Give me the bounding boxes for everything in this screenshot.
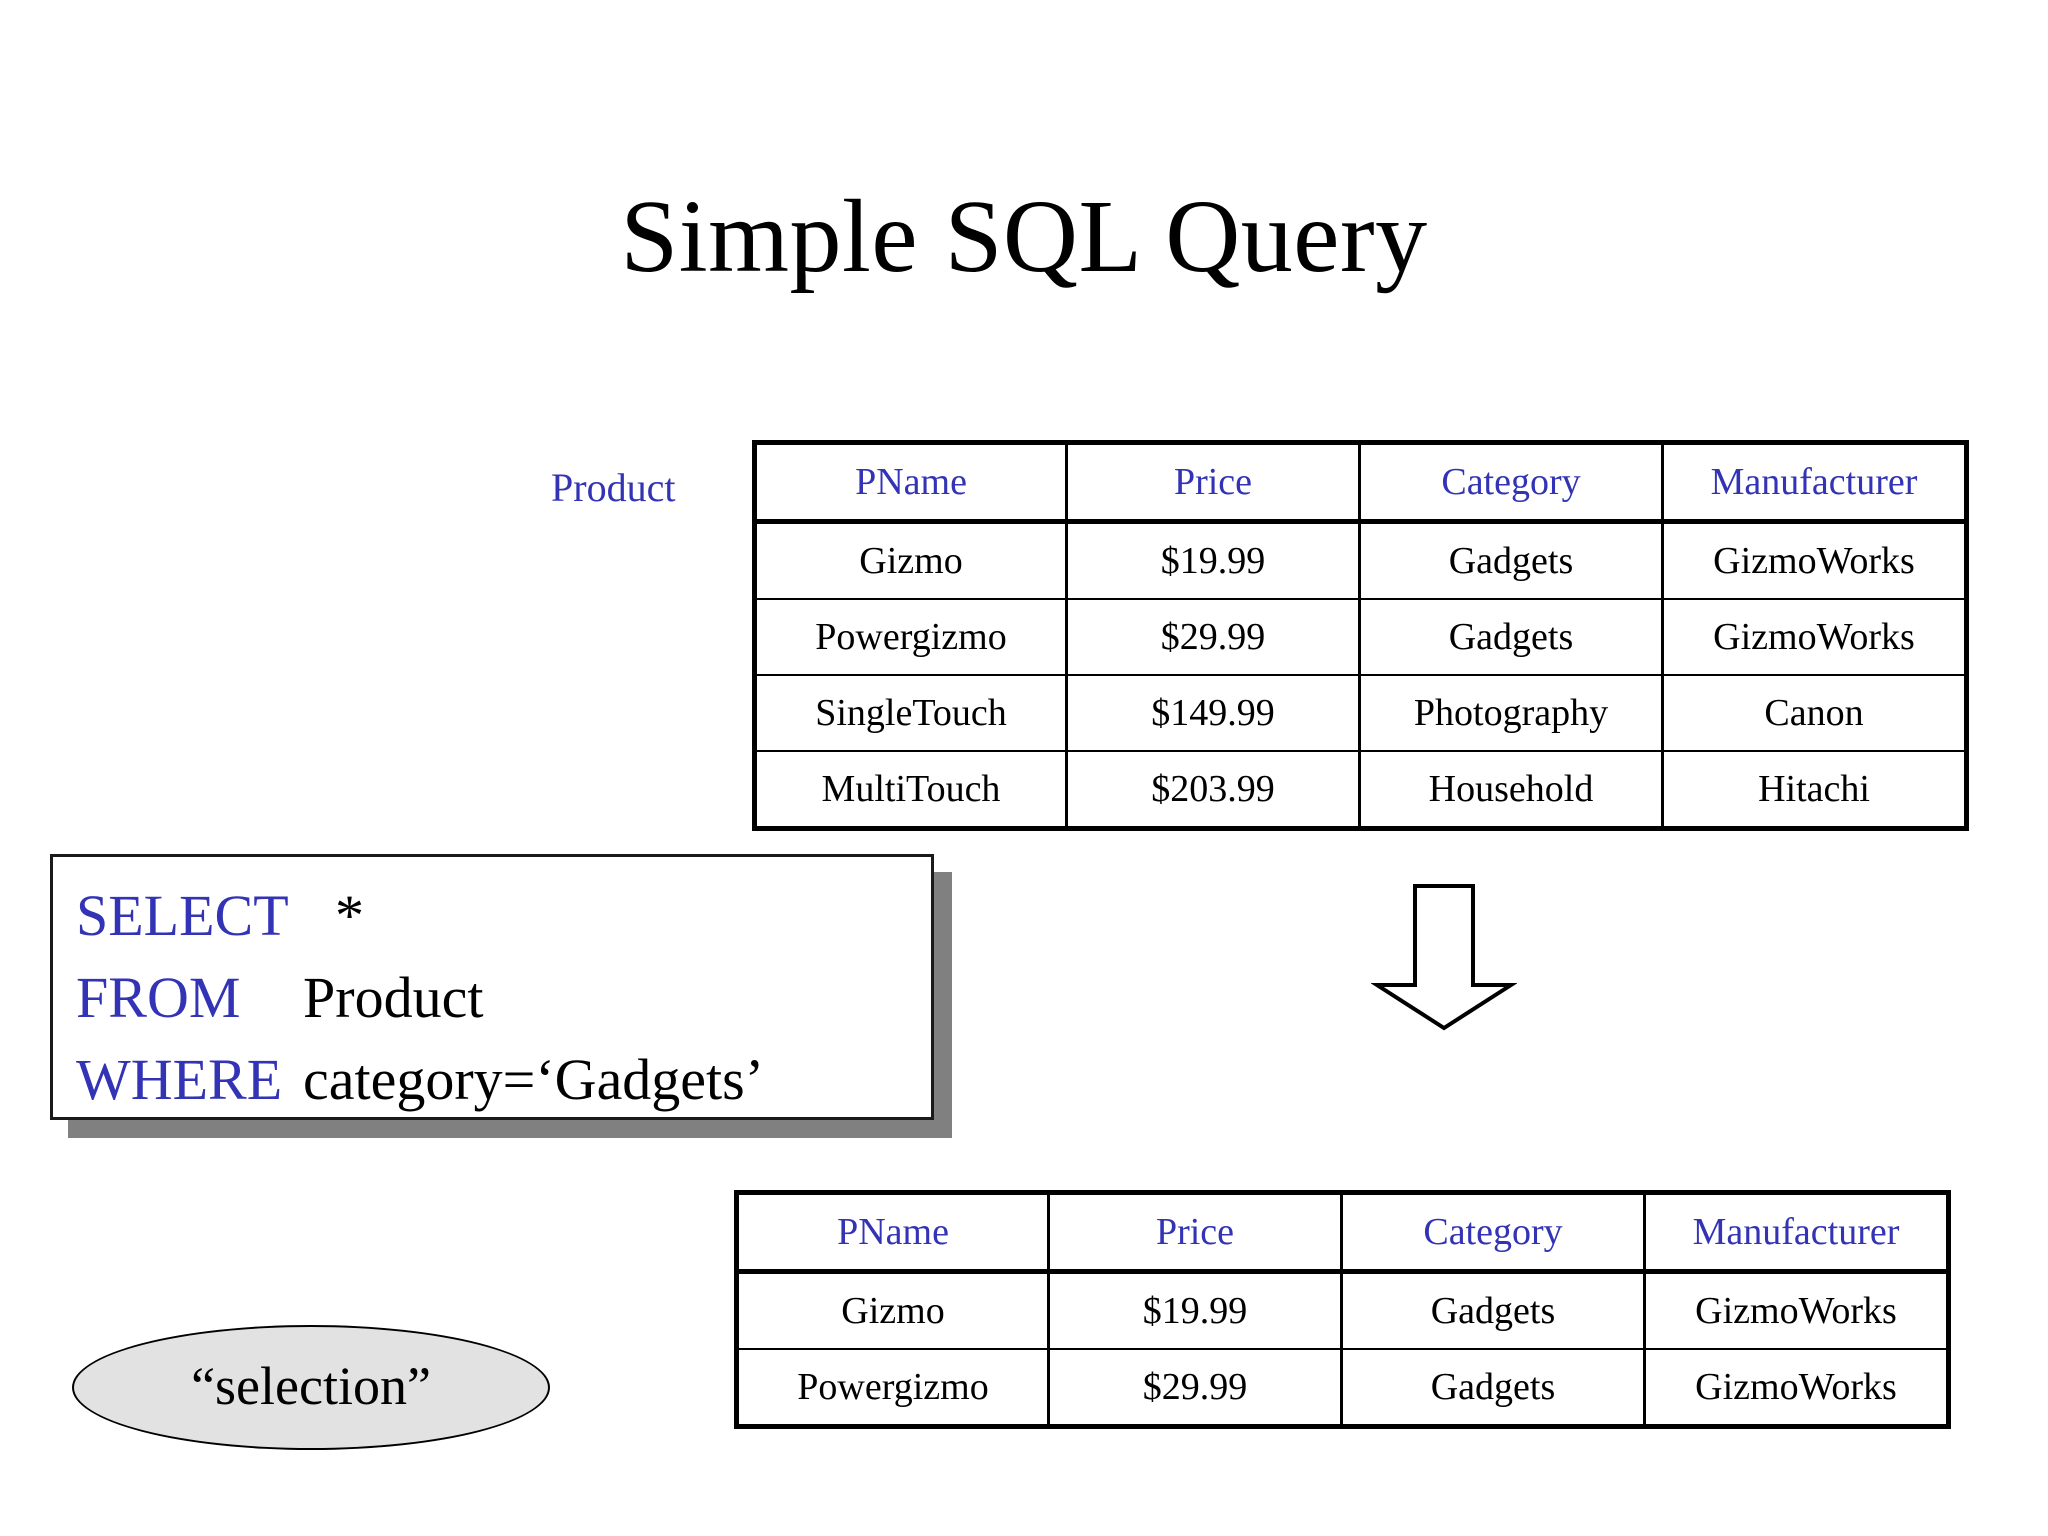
column-header-price: Price (1065, 441, 1361, 524)
column-header-price: Price (1047, 1191, 1343, 1274)
sql-value-where: category=‘Gadgets’ (303, 1047, 765, 1112)
table-row: Gizmo $19.99 Gadgets GizmoWorks (753, 520, 1968, 600)
sql-line-where: WHERE category=‘Gadgets’ (53, 1039, 931, 1121)
column-header-category: Category (1340, 1191, 1646, 1274)
table-header-row: PName Price Category Manufacturer (735, 1191, 1950, 1274)
cell-category: Gadgets (1340, 1270, 1646, 1350)
table-row: Powergizmo $29.99 Gadgets GizmoWorks (735, 1348, 1950, 1428)
table-header-row: PName Price Category Manufacturer (753, 441, 1968, 524)
sql-line-from: FROM Product (53, 957, 931, 1039)
cell-manufacturer: GizmoWorks (1643, 1348, 1950, 1428)
selection-annotation-ellipse: “selection” (72, 1325, 550, 1450)
product-table: PName Price Category Manufacturer Gizmo … (752, 440, 1969, 831)
cell-price: $29.99 (1047, 1348, 1343, 1428)
cell-category: Photography (1358, 674, 1664, 752)
column-header-category: Category (1358, 441, 1664, 524)
sql-keyword-select: SELECT (76, 883, 289, 948)
selection-annotation-label: “selection” (191, 1355, 431, 1416)
sql-query-box-container: SELECT * FROM Product WHERE category=‘Ga… (50, 854, 952, 1138)
cell-manufacturer: GizmoWorks (1661, 598, 1968, 676)
cell-pname: MultiTouch (753, 750, 1068, 830)
product-table-label: Product (551, 465, 676, 510)
table-row: Gizmo $19.99 Gadgets GizmoWorks (735, 1270, 1950, 1350)
cell-manufacturer: GizmoWorks (1661, 520, 1968, 600)
product-table-body: Gizmo $19.99 Gadgets GizmoWorks Powergiz… (753, 520, 1968, 830)
table-row: Powergizmo $29.99 Gadgets GizmoWorks (753, 598, 1968, 676)
result-table-header: PName Price Category Manufacturer (735, 1191, 1950, 1274)
product-table-header: PName Price Category Manufacturer (753, 441, 1968, 524)
cell-price: $29.99 (1065, 598, 1361, 676)
result-table-body: Gizmo $19.99 Gadgets GizmoWorks Powergiz… (735, 1270, 1950, 1428)
cell-manufacturer: Hitachi (1661, 750, 1968, 830)
cell-price: $203.99 (1065, 750, 1361, 830)
cell-pname: Powergizmo (753, 598, 1068, 676)
sql-query-box: SELECT * FROM Product WHERE category=‘Ga… (50, 854, 934, 1120)
column-header-pname: PName (735, 1191, 1050, 1274)
column-header-manufacturer: Manufacturer (1661, 441, 1968, 524)
page-title: Simple SQL Query (620, 179, 1428, 294)
cell-category: Gadgets (1358, 598, 1664, 676)
cell-category: Gadgets (1340, 1348, 1646, 1428)
sql-value-from: Product (303, 965, 484, 1030)
cell-pname: Powergizmo (735, 1348, 1050, 1428)
sql-keyword-where: WHERE (76, 1047, 283, 1112)
sql-line-select: SELECT * (53, 875, 931, 957)
column-header-pname: PName (753, 441, 1068, 524)
down-arrow-icon (1370, 882, 1518, 1032)
column-header-manufacturer: Manufacturer (1643, 1191, 1950, 1274)
sql-keyword-from: FROM (76, 965, 241, 1030)
sql-value-select: * (335, 883, 364, 948)
cell-price: $19.99 (1065, 520, 1361, 600)
table-row: SingleTouch $149.99 Photography Canon (753, 674, 1968, 752)
table-row: MultiTouch $203.99 Household Hitachi (753, 750, 1968, 830)
cell-pname: SingleTouch (753, 674, 1068, 752)
cell-price: $19.99 (1047, 1270, 1343, 1350)
result-table: PName Price Category Manufacturer Gizmo … (734, 1190, 1951, 1429)
cell-category: Household (1358, 750, 1664, 830)
cell-price: $149.99 (1065, 674, 1361, 752)
cell-manufacturer: Canon (1661, 674, 1968, 752)
cell-pname: Gizmo (753, 520, 1068, 600)
cell-manufacturer: GizmoWorks (1643, 1270, 1950, 1350)
cell-category: Gadgets (1358, 520, 1664, 600)
cell-pname: Gizmo (735, 1270, 1050, 1350)
